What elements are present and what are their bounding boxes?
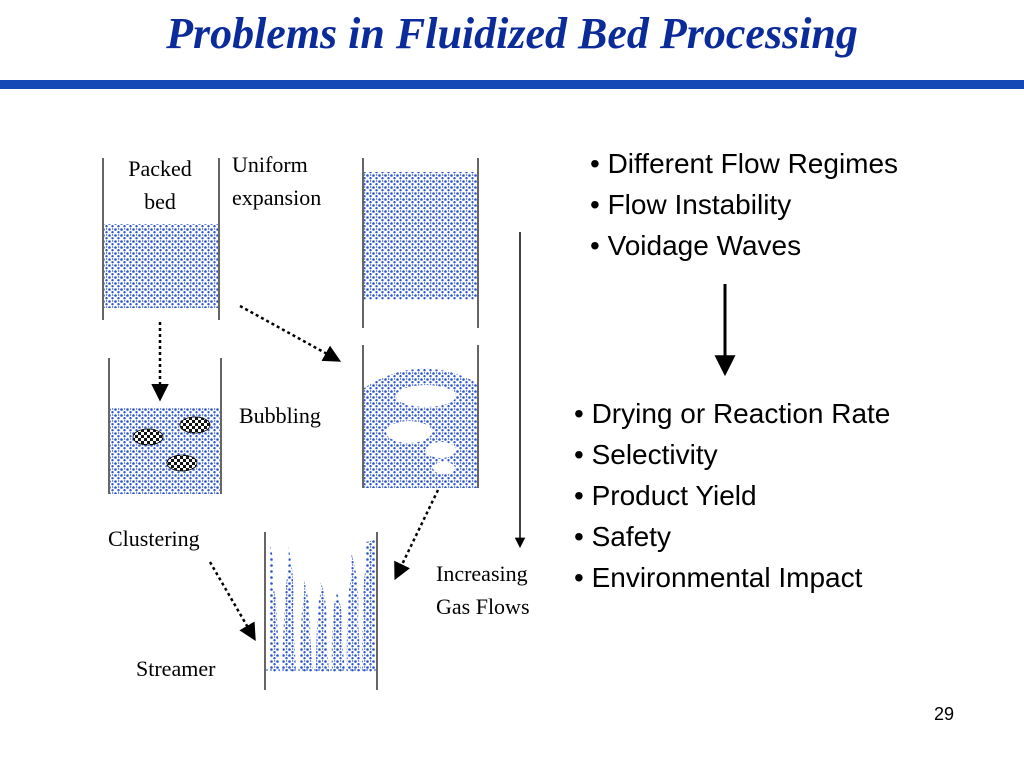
gas-bubble [433,462,455,474]
gas-bubble [426,442,456,458]
streamer-plume [362,540,375,672]
bubbling-label: Bubbling [239,403,321,428]
uniform-expansion-label: Uniform expansion [232,148,321,214]
bubbling-to-streamer-arrow [394,489,440,581]
streamer-label: Streamer [136,656,216,681]
increasing-gas-flows-label: Increasing Gas Flows [436,557,530,623]
problems-list: • Different Flow Regimes • Flow Instabil… [590,143,898,266]
increasing-gas-flows-label-line: Gas Flows [436,594,530,619]
problem-item: • Flow Instability [590,189,792,220]
page-number: 29 [934,704,955,724]
impact-item: • Environmental Impact [574,562,863,593]
gas-bubble [386,421,432,443]
impact-item: • Safety [574,521,671,552]
bubbling-column [362,345,479,488]
streamer-column [264,532,378,690]
packed-bed-label-line: bed [144,189,176,214]
clustering-to-streamer-arrow [208,561,256,642]
packed-bed-particles [104,224,218,308]
particle-cluster [179,416,211,434]
impacts-list: • Drying or Reaction Rate • Selectivity … [574,393,890,598]
packed-bed-label: Packed bed [110,152,210,218]
streamer-plume [331,590,345,672]
impact-item: • Drying or Reaction Rate [574,398,891,429]
packed-bed-column [102,158,220,320]
gas-bubble [396,385,456,407]
slide-title: Problems in Fluidized Bed Processing [166,9,858,58]
streamer-plume [270,545,280,672]
packed-to-bubbling-arrow [239,304,342,362]
problem-item: • Voidage Waves [590,230,802,261]
uniform-expansion-label-line: expansion [232,185,322,210]
title-divider [0,80,1024,89]
packed-bed-label-line: Packed [128,156,192,181]
uniform-expansion-column [362,158,479,328]
increasing-gas-flows-label-line: Increasing [436,561,528,586]
impact-item: • Selectivity [574,439,718,470]
streamer-plume [300,580,313,672]
problem-item: • Different Flow Regimes [590,148,899,179]
clustering-column [108,358,222,494]
uniform-expansion-particles [364,172,477,300]
impact-item: • Product Yield [574,480,757,511]
streamer-plume [346,552,361,672]
clustering-label: Clustering [108,526,200,551]
streamer-plume [282,545,296,672]
uniform-expansion-label-line: Uniform [232,152,308,177]
particle-cluster [166,454,198,472]
particle-cluster [132,428,164,446]
streamer-plume [316,580,329,672]
